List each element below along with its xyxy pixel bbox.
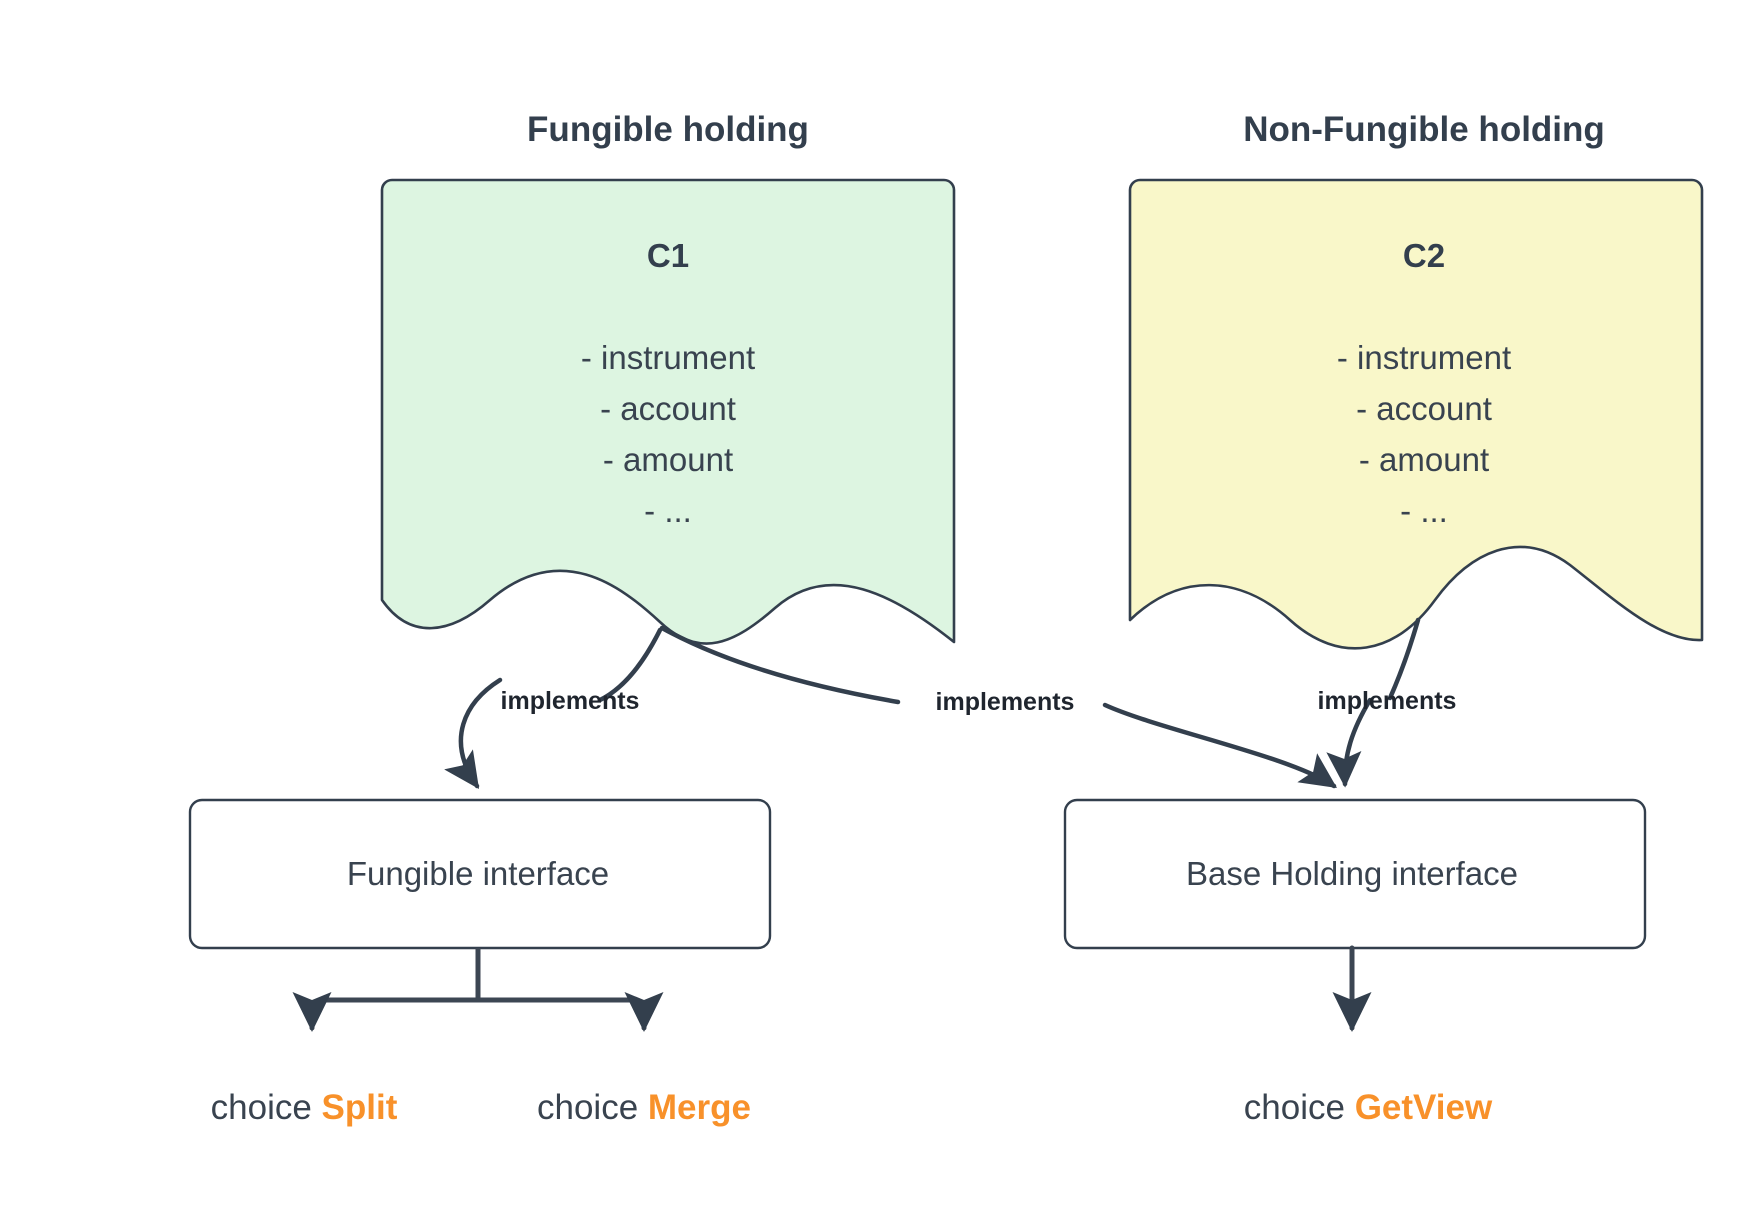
- fork-fungible-right-branch: [475, 992, 664, 1033]
- card-shape-c1: [380, 178, 956, 645]
- edge-c1-to-base-holding-tailstart: [659, 625, 901, 705]
- interface-box-base-holding[interactable]: [1063, 798, 1647, 950]
- edge-c1-to-base-holding: [1102, 702, 1337, 789]
- edge-c2-to-base-holding-top: [1387, 617, 1421, 701]
- card-shape-c2: [1128, 178, 1704, 650]
- edge-c1-to-fungible-interface: [597, 627, 663, 703]
- edge-c2-to-base-holding: [1326, 697, 1373, 788]
- fork-fungible-left-branch: [292, 992, 481, 1033]
- edge-c1-to-fungible-interface-tail: [444, 677, 503, 789]
- interface-box-fungible[interactable]: [188, 798, 772, 950]
